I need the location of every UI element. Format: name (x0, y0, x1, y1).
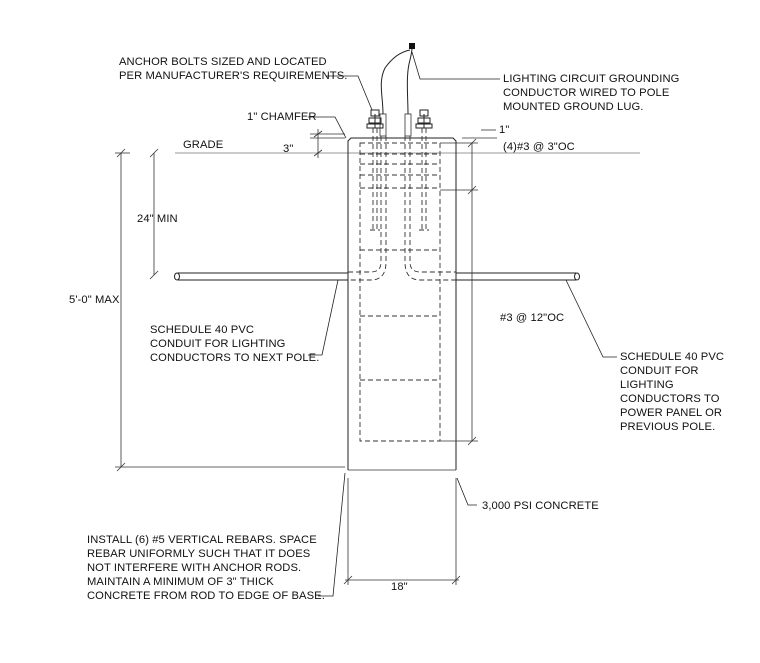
grounding-note-line-3: MOUNTED GROUND LUG. (503, 101, 644, 113)
pvc-next-line-1: SCHEDULE 40 PVC (150, 324, 254, 336)
anchor-note-line-2: PER MANUFACTURER'S REQUIREMENTS. (119, 70, 347, 82)
anchor-bolt-left (366, 109, 384, 231)
pvc-power-line-4: CONDUCTORS TO (620, 393, 720, 405)
ground-wire-left (380, 49, 411, 115)
ground-wire-right (406, 47, 413, 115)
dim-min-depth (149, 148, 159, 280)
pvc-power-line-6: PREVIOUS POLE. (620, 421, 715, 433)
grade-label: GRADE (183, 139, 223, 151)
concrete-base (347, 137, 457, 470)
one-inch-label: 1" (499, 124, 509, 136)
three-inch-label: 3" (283, 143, 293, 155)
anchor-note-line-1: ANCHOR BOLTS SIZED AND LOCATED (119, 56, 327, 68)
pvc-power-line-3: LIGHTING (620, 379, 674, 391)
anchor-bolt-right (415, 109, 433, 231)
rebar-note-line-5: CONCRETE FROM ROD TO EDGE OF BASE. (87, 590, 325, 602)
leader-rebar (318, 472, 346, 597)
pvc-next-line-2: CONDUIT FOR LIGHTING (150, 338, 285, 350)
conduit-right (456, 272, 580, 281)
rebar-note-line-4: MAINTAIN A MINIMUM OF 3" THICK (87, 576, 274, 588)
rebar-note-line-1: INSTALL (6) #5 VERTICAL REBARS. SPACE (87, 534, 317, 546)
grounding-note-line-1: LIGHTING CIRCUIT GROUNDING (503, 73, 679, 85)
pvc-power-line-5: POWER PANEL OR (620, 407, 722, 419)
dim-chamfer (310, 129, 345, 158)
max-depth-label: 5'-0" MAX (69, 294, 120, 306)
chamfer-label: 1" CHAMFER (247, 111, 317, 123)
leader-grounding (411, 51, 500, 80)
dim-width (343, 478, 461, 585)
pvc-next-line-3: CONDUCTORS TO NEXT POLE. (150, 352, 319, 364)
leader-anchor (326, 75, 373, 111)
ground-lug (409, 43, 415, 49)
width-label: 18" (391, 581, 408, 593)
concrete-label: 3,000 PSI CONCRETE (482, 500, 599, 512)
pvc-power-line-2: CONDUIT FOR (620, 365, 699, 377)
leader-chamfer (308, 116, 347, 139)
pvc-power-line-1: SCHEDULE 40 PVC (620, 351, 724, 363)
ties-main-label: #3 @ 12"OC (500, 312, 564, 324)
ties-top-label: (4)#3 @ 3"OC (503, 141, 575, 153)
conduit-left (174, 272, 348, 281)
dim-max-depth (115, 148, 345, 472)
grounding-note-line-2: CONDUCTOR WIRED TO POLE (503, 87, 669, 99)
dim-ties (440, 129, 497, 446)
min-depth-label: 24" MIN (137, 213, 178, 225)
rebar-note-line-2: REBAR UNIFORMLY SUCH THAT IT DOES (87, 548, 310, 560)
leader-pvc-next (308, 279, 339, 356)
rebar-cage (359, 142, 441, 442)
leader-concrete (456, 477, 477, 506)
leader-pvc-power (565, 279, 617, 358)
rebar-note-line-3: NOT INTERFERE WITH ANCHOR RODS. (87, 562, 301, 574)
